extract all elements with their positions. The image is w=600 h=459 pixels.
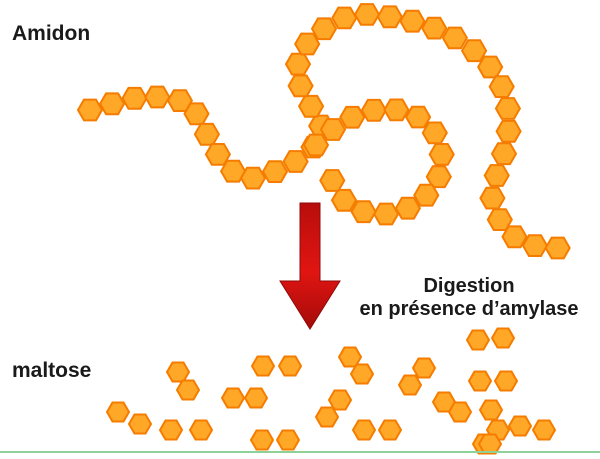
maltose-hexagon-icon [397, 374, 423, 396]
starch-chain [76, 3, 571, 260]
starch-hexagon-icon [287, 74, 314, 98]
starch-hexagon-icon [331, 6, 358, 30]
starch-hexagon-icon [413, 183, 440, 207]
maltose-hexagon-icon [490, 327, 516, 349]
maltose-hexagon-icon [467, 370, 493, 392]
starch-hexagon-icon [428, 143, 455, 166]
starch-hexagon-icon [239, 166, 267, 190]
maltose-hexagon-icon [351, 419, 377, 441]
starch-hexagon-icon [353, 3, 381, 26]
bottom-divider [0, 451, 600, 453]
starch-hexagon-icon [477, 55, 504, 79]
starch-hexagon-icon [521, 234, 549, 257]
starch-hexagon-icon [310, 17, 338, 41]
starch-hexagon-icon [76, 98, 104, 122]
maltose-hexagon-icon [531, 419, 557, 441]
maltose-hexagon-icon [465, 329, 491, 351]
starch-hexagon-icon [399, 9, 426, 33]
starch-hexagon-icon [490, 142, 518, 166]
starch-hexagon-icon [494, 97, 522, 120]
maltose-hexagon-icon [188, 419, 214, 441]
maltose-hexagon-icon [250, 355, 276, 377]
starch-hexagon-icon [425, 165, 452, 189]
maltose-hexagon-icon [277, 355, 303, 377]
maltose-hexagon-icon [377, 419, 403, 441]
maltose-hexagon-icon [243, 387, 269, 409]
maltose-hexagon-icon [493, 370, 519, 392]
maltose-hexagon-icon [249, 429, 275, 451]
starch-hexagon-icon [282, 150, 309, 173]
starch-label: Amidon [12, 22, 91, 45]
maltose-hexagon-icon [275, 429, 301, 451]
maltose-hexagon-icon [507, 415, 533, 437]
starch-hexagon-icon [302, 133, 330, 157]
digestion-caption: Digestion en présence d’amylase [338, 275, 600, 321]
starch-hexagon-icon [319, 169, 346, 192]
maltose-hexagon-icon [349, 363, 375, 385]
starch-hexagon-icon [460, 39, 488, 63]
maltose-hexagon-icon [165, 361, 191, 383]
starch-hexagon-icon [383, 98, 410, 122]
starch-hexagon-icon [261, 160, 289, 183]
digestion-caption-line1: Digestion [423, 275, 515, 297]
starch-hexagon-icon [350, 200, 377, 224]
starch-hexagon-icon [144, 85, 171, 109]
starch-hexagon-icon [319, 118, 347, 141]
maltose-pairs [105, 327, 557, 455]
maltose-hexagon-icon [105, 401, 131, 423]
starch-hexagon-icon [360, 98, 388, 122]
starch-hexagon-icon [421, 16, 448, 40]
starch-hexagon-icon [483, 164, 510, 187]
starch-hexagon-icon [183, 102, 210, 126]
maltose-hexagon-icon [127, 413, 153, 435]
starch-hexagon-icon [219, 159, 247, 183]
starch-hexagon-icon [376, 5, 403, 29]
starch-hexagon-icon [193, 122, 221, 146]
starch-hexagon-icon [495, 119, 522, 143]
starch-hexagon-icon [394, 196, 422, 220]
maltose-hexagon-icon [447, 401, 473, 423]
maltose-hexagon-icon [220, 387, 246, 409]
maltose-hexagon-icon [478, 399, 504, 421]
digestion-caption-line2: en présence d’amylase [359, 298, 579, 320]
starch-hexagon-icon [372, 202, 400, 226]
maltose-hexagon-icon [327, 389, 353, 411]
starch-hexagon-icon [297, 94, 325, 118]
starch-hexagon-icon [544, 236, 571, 260]
maltose-label: maltose [12, 359, 92, 382]
starch-hexagon-icon [441, 26, 469, 50]
starch-hexagon-icon [294, 32, 321, 56]
starch-hexagon-icon [479, 186, 506, 210]
starch-hexagon-icon [501, 225, 528, 249]
maltose-hexagon-icon [175, 379, 201, 401]
maltose-hexagon-icon [477, 433, 503, 455]
starch-hexagon-icon [421, 121, 448, 145]
starch-hexagon-icon [284, 52, 312, 76]
starch-hexagon-icon [404, 105, 432, 129]
starch-hexagon-icon [98, 92, 126, 116]
starch-hexagon-icon [339, 105, 366, 129]
maltose-hexagon-icon [411, 357, 437, 379]
maltose-hexagon-icon [158, 419, 184, 441]
down-arrow-icon [279, 202, 341, 330]
starch-hexagon-icon [488, 75, 515, 98]
starch-hexagon-icon [121, 86, 148, 110]
starch-hexagon-icon [330, 188, 358, 212]
